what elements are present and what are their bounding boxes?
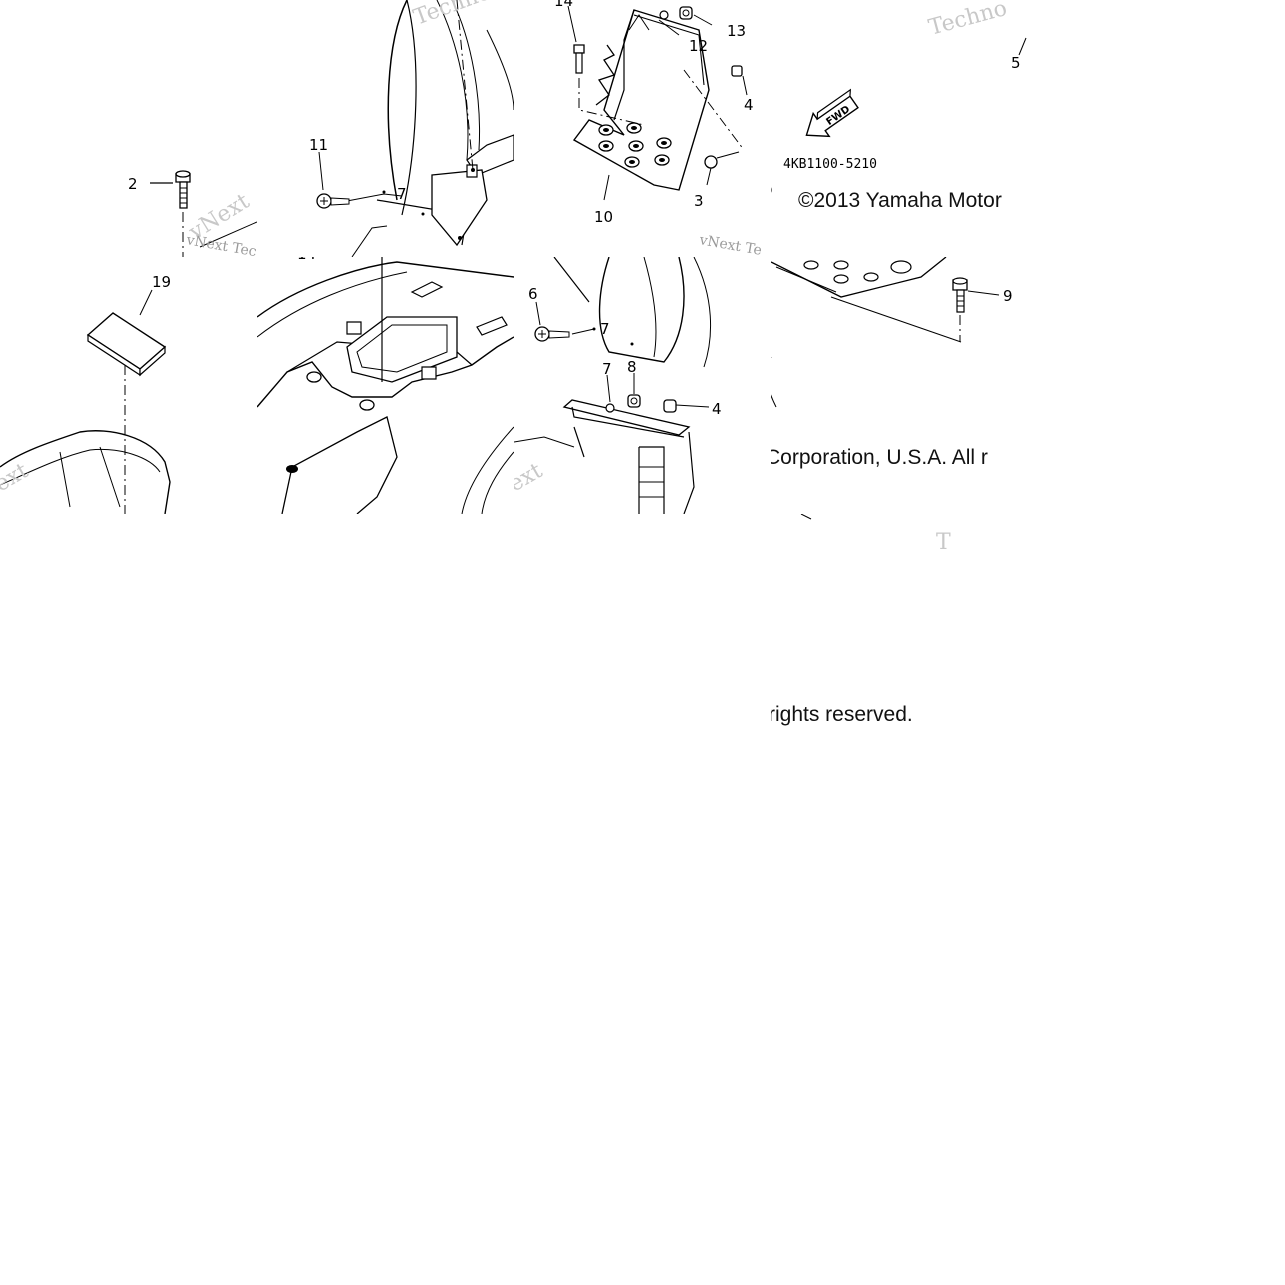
- diagram-tile-d: FWD 4KB1100-5210 5 Techno ©2013 Yamaha M…: [771, 0, 1028, 257]
- callout-12: 12: [689, 37, 708, 55]
- callout-3: 3: [694, 192, 704, 210]
- watermark-text: Techno: [926, 0, 1010, 41]
- diagram-code: 4KB1100-5210: [783, 157, 877, 172]
- diagram-tile-c: 14 12 13 4 3 10 vNext Te: [514, 0, 771, 257]
- callout-6: 6: [528, 285, 538, 303]
- callout-10: 10: [594, 208, 613, 226]
- callout-7: 7: [397, 185, 407, 203]
- copyright-text-1: ©2013 Yamaha Motor: [798, 189, 1002, 212]
- watermark-text: ext: [514, 458, 547, 497]
- mud-flap-drawing: 14 12 13 4 3 10 vNext Te: [554, 0, 763, 257]
- bolt-2-drawing: 2 vNext vNext Tec: [128, 0, 257, 257]
- callout-8: 8: [627, 358, 637, 376]
- callout-4: 4: [744, 96, 754, 114]
- callout-14: 14: [297, 257, 316, 263]
- callout-19: 19: [152, 273, 171, 291]
- diagram-tile-h: 9 Corporation, U.S.A. All r: [771, 257, 1028, 514]
- callout-5: 5: [1011, 54, 1021, 72]
- pad-19-drawing: 19 ext: [0, 273, 171, 514]
- watermark-text: vNext Te: [697, 232, 763, 257]
- callout-7: 7: [600, 320, 610, 338]
- callout-9: 9: [1003, 287, 1013, 305]
- diagram-fragment: T: [771, 514, 951, 555]
- copyright-text-3: rights reserved.: [771, 703, 913, 726]
- diagram-tile-e: 19 ext: [0, 257, 257, 514]
- diagram-tile-f: 14: [257, 257, 514, 514]
- diagram-tile-i: T rights reserved.: [771, 514, 1028, 771]
- bracket-drawing: 6 7 7 8 4 ext: [514, 257, 722, 514]
- copyright-text-2: Corporation, U.S.A. All r: [771, 446, 988, 469]
- flap-holes: [599, 123, 671, 167]
- diagram-tile-g: 6 7 7 8 4 ext: [514, 257, 771, 514]
- watermark-text: T: [936, 530, 951, 555]
- fwd-arrow-icon: FWD: [798, 88, 865, 146]
- watermark-text: Techno: [411, 0, 495, 31]
- callout-4: 4: [712, 400, 722, 418]
- callout-13: 13: [727, 22, 746, 40]
- watermark-text: vNext Tec: [184, 232, 257, 257]
- fender-top-drawing: 14: [257, 257, 514, 514]
- rear-fender-drawing: 11 7 Techno: [309, 0, 514, 257]
- callout-2: 2: [128, 175, 138, 193]
- diagram-tile-a: 2 vNext vNext Tec: [0, 0, 257, 257]
- diagram-tile-b: 11 7 Techno: [257, 0, 514, 257]
- callout-14: 14: [554, 0, 573, 10]
- callout-7: 7: [602, 360, 612, 378]
- bolt-9-drawing: 9: [771, 257, 1013, 514]
- callout-11: 11: [309, 136, 328, 154]
- fwd-arrow-drawing: FWD 4KB1100-5210 5 Techno: [771, 0, 1028, 257]
